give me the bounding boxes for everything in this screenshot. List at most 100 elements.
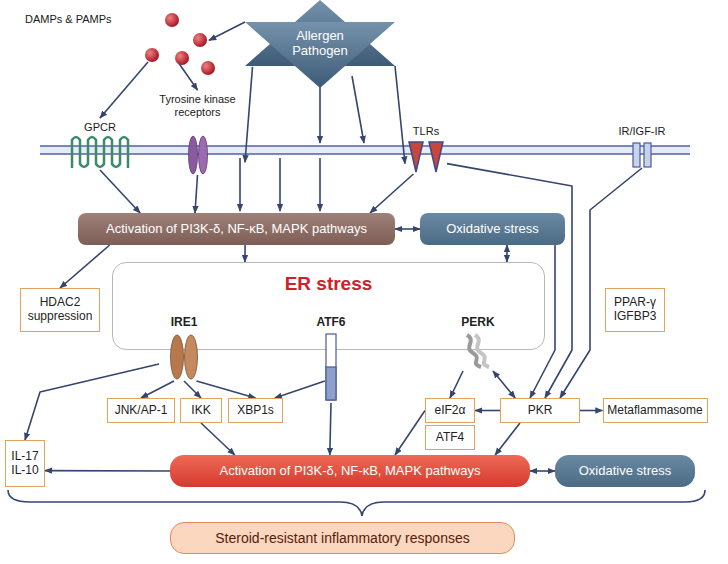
connector-arrow bbox=[201, 423, 235, 455]
process-box: ATF4 bbox=[425, 425, 475, 450]
node-label: IKK bbox=[191, 404, 210, 418]
node-label: PKR bbox=[528, 404, 553, 418]
receptor: Tyrosine kinase receptors bbox=[150, 90, 245, 175]
connector-arrow bbox=[450, 371, 463, 398]
sensor-protein: ATF6 bbox=[309, 313, 353, 403]
membrane-line bbox=[40, 153, 690, 155]
graphic-part bbox=[644, 143, 651, 167]
node-label: IL-17 IL-10 bbox=[9, 450, 41, 478]
node-label: DAMPs & PAMPs bbox=[25, 13, 112, 26]
connector-arrow bbox=[580, 410, 603, 412]
process-box: IL-17 IL-10 bbox=[5, 440, 45, 487]
process-box: PPAR-γ IGFBP3 bbox=[605, 288, 665, 332]
connector-arrow bbox=[395, 411, 425, 456]
connector-arrow bbox=[275, 381, 325, 398]
er-stress-box: ER stressIRE1ATF6PERK bbox=[112, 262, 545, 350]
icon bbox=[167, 333, 201, 381]
curly-brace bbox=[8, 490, 705, 516]
graphic-part bbox=[633, 143, 640, 167]
process-box: eIF2α bbox=[425, 398, 475, 423]
connector-arrow bbox=[100, 62, 148, 118]
connector-arrow bbox=[100, 170, 140, 213]
graphic-part bbox=[326, 367, 336, 400]
process-box: HDAC2 suppression bbox=[20, 288, 100, 332]
node-label: Metaflammasome bbox=[607, 404, 702, 418]
graphic-part bbox=[326, 334, 336, 400]
node-label: Oxidative stress bbox=[579, 464, 671, 479]
connector-arrow bbox=[197, 381, 256, 398]
connector-arrow bbox=[560, 168, 642, 398]
node-label: TLRs bbox=[405, 122, 447, 138]
connector-arrow bbox=[45, 470, 170, 472]
node-label: JNK/AP-1 bbox=[115, 404, 168, 418]
node-label: IRE1 bbox=[159, 313, 209, 330]
signal-arrow bbox=[279, 158, 281, 211]
stress-bar: Oxidative stress bbox=[555, 455, 695, 487]
sensor-protein: IRE1 bbox=[159, 313, 209, 381]
icon bbox=[68, 134, 132, 170]
connector-arrow bbox=[506, 245, 508, 262]
outcome-box: Steroid-resistant inflammatory responses bbox=[170, 522, 515, 554]
node-label: GPCR bbox=[68, 118, 132, 134]
signal-molecules: DAMPs & PAMPs bbox=[20, 5, 220, 80]
graphic-part bbox=[245, 22, 395, 88]
graphic-part bbox=[185, 335, 198, 379]
signal-arrows bbox=[240, 76, 364, 211]
node-label: Allergen Pathogen bbox=[285, 29, 355, 59]
receptor: IR/IGF-IR bbox=[612, 122, 672, 168]
graphic-part bbox=[429, 142, 443, 172]
connector-arrow bbox=[530, 470, 555, 472]
node-label: Steroid-resistant inflammatory responses bbox=[215, 530, 469, 546]
graphic-part bbox=[175, 51, 189, 65]
graphic-part bbox=[475, 335, 489, 367]
connector-arrow bbox=[184, 381, 201, 398]
pathway-bar: Activation of PI3K-δ, NF-κB, MAPK pathwa… bbox=[78, 213, 395, 245]
graphic-part bbox=[409, 142, 423, 172]
node-label: HDAC2 suppression bbox=[24, 296, 96, 324]
signal-arrow bbox=[239, 158, 241, 211]
icon bbox=[405, 140, 447, 174]
node-label: ER stress bbox=[113, 263, 544, 295]
graphic-part bbox=[193, 33, 207, 47]
sensor-protein: PERK bbox=[453, 313, 503, 371]
connector-arrow bbox=[245, 67, 253, 162]
connector-arrow bbox=[209, 22, 245, 40]
signal-arrow bbox=[319, 86, 321, 143]
connector-arrow bbox=[330, 403, 331, 455]
node-label: Oxidative stress bbox=[446, 222, 538, 237]
connector-arrow bbox=[475, 410, 500, 412]
process-box: Metaflammasome bbox=[603, 398, 708, 423]
node-label: Tyrosine kinase receptors bbox=[150, 90, 245, 118]
node-label: XBP1s bbox=[237, 404, 274, 418]
process-box: XBP1s bbox=[228, 398, 283, 423]
icon bbox=[461, 333, 495, 369]
graphic-part bbox=[188, 136, 197, 174]
stress-bar: Oxidative stress bbox=[420, 213, 565, 245]
process-box: IKK bbox=[180, 398, 222, 423]
node-label: eIF2α bbox=[435, 404, 466, 418]
graphic-part bbox=[165, 13, 179, 27]
receptor: TLRs bbox=[405, 122, 447, 174]
pathway-bar: Activation of PI3K-δ, NF-κB, MAPK pathwa… bbox=[170, 455, 530, 487]
connector-arrow bbox=[244, 245, 246, 262]
connector-arrow bbox=[60, 245, 110, 288]
node-label: Activation of PI3K-δ, NF-κB, MAPK pathwa… bbox=[106, 222, 367, 237]
graphic-part bbox=[171, 335, 184, 379]
connector-arrow bbox=[395, 66, 405, 164]
node-label: PPAR-γ IGFBP3 bbox=[609, 296, 661, 324]
connector-arrow bbox=[195, 175, 198, 213]
icon bbox=[632, 142, 652, 168]
connector-arrow bbox=[141, 381, 174, 398]
process-box: PKR bbox=[500, 398, 580, 423]
connector-arrow bbox=[493, 371, 515, 398]
icon bbox=[325, 333, 337, 401]
graphic-part bbox=[201, 61, 215, 75]
connector-arrow bbox=[395, 228, 420, 230]
graphic-part bbox=[72, 137, 128, 168]
node-label: ATF4 bbox=[436, 431, 464, 445]
membrane-line bbox=[40, 145, 690, 147]
signal-arrow bbox=[352, 76, 364, 143]
node-label: Activation of PI3K-δ, NF-κB, MAPK pathwa… bbox=[220, 464, 481, 479]
graphic-part bbox=[198, 136, 207, 174]
